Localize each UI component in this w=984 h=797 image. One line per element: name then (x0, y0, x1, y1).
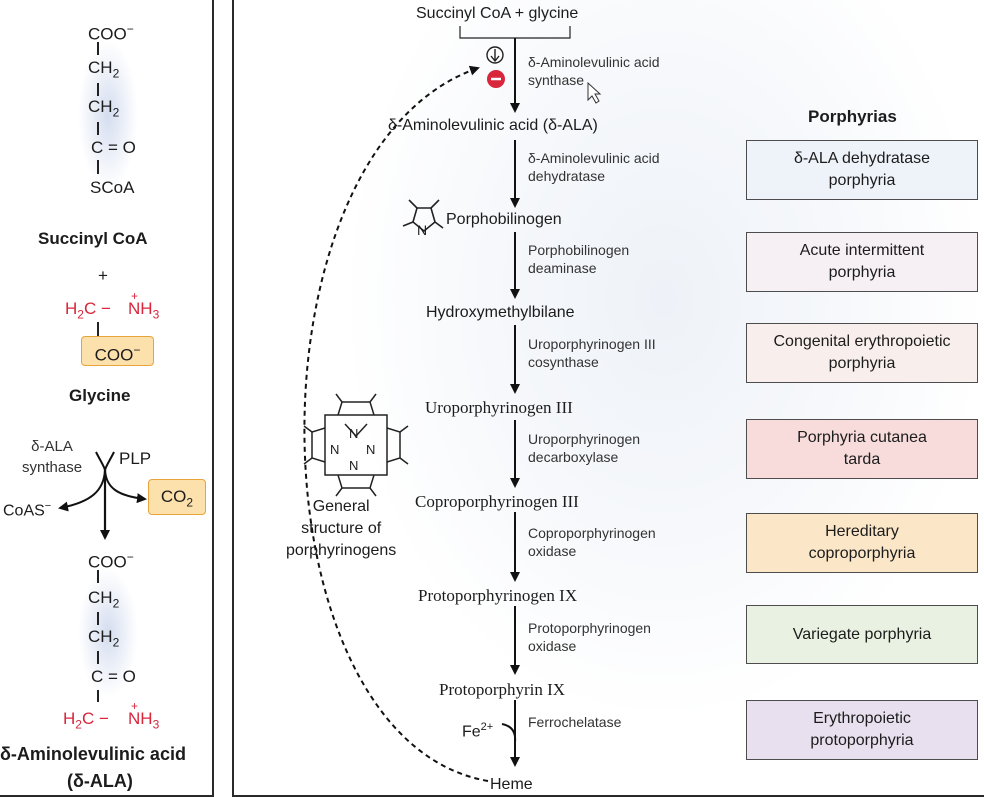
intermediate-protoporphyrinogen: Protoporphyrinogen IX (418, 586, 578, 605)
pyrrole-nitrogen: N (417, 222, 428, 238)
bond (97, 83, 99, 96)
feedback-inhibition-arrow (303, 65, 489, 782)
intermediate-hydroxymethylbilane: Hydroxymethylbilane (426, 304, 575, 321)
porphyria-congenital-erythropoietic: Congenital erythropoietic porphyria (746, 323, 978, 383)
glycine-ch2: H2C − (65, 299, 111, 322)
product-heme: Heme (490, 776, 533, 793)
bond (97, 122, 99, 135)
heme-pathway-panel (232, 0, 984, 797)
left-reaction-arrows (58, 451, 147, 540)
succinyl-coa-label: Succinyl CoA (38, 229, 148, 248)
porphyria-erythropoietic-protoporphyria: Erythropoietic protoporphyria (746, 700, 978, 760)
enzyme-ferrochelatase: Ferrochelatase (528, 714, 622, 730)
bond (97, 322, 99, 336)
porphyria-cutanea-tarda: Porphyria cutanea tarda (746, 419, 978, 479)
intermediate-coproporphyrinogen: Coproporphyrinogen III (415, 492, 579, 511)
pathway-start-substrates: Succinyl CoA + glycine (416, 5, 579, 22)
ala-amino: N+H3 (128, 699, 160, 732)
iron-ion: Fe2+ (462, 721, 494, 741)
intermediate-uroporphyrinogen: Uroporphyrinogen III (425, 398, 573, 417)
ala-label: δ-Aminolevulinic acid (0, 744, 186, 764)
methylene-group: CH2 (88, 58, 120, 81)
backbone-glow (78, 40, 138, 190)
glycine-amino: N+H3 (128, 289, 160, 322)
ring-nitrogen: N (366, 442, 376, 457)
start-bracket (459, 26, 571, 39)
porphyrias-title: Porphyrias (808, 107, 897, 126)
enzyme-pbg-deaminase: Porphobilinogen deaminase (528, 242, 630, 276)
enzyme-ala-dehydratase: δ-Aminolevulinic acid dehydratase (528, 150, 660, 184)
carboxylate-group: COO− (88, 550, 134, 572)
intermediate-porphobilinogen: Porphobilinogen (446, 211, 562, 228)
pyrrole-icon (402, 199, 444, 233)
iron-insert-arrow (501, 723, 517, 743)
co2-box: CO2 (148, 479, 206, 515)
plp-label: PLP (119, 449, 152, 468)
general-structure-caption: General structure of porphyrinogens (286, 498, 397, 559)
enzyme-uro-cosynthase: Uroporphyrinogen III cosynthase (528, 336, 656, 370)
scoa-group: SCoA (90, 178, 135, 197)
porphyrinogen-structure-icon (303, 393, 409, 497)
bond (97, 612, 99, 625)
methylene-group: CH2 (88, 627, 120, 650)
bond (97, 690, 99, 702)
enzyme-ala-synthase: δ-Aminolevulinic acid synthase (528, 54, 660, 88)
porphyria-hereditary-coproporphyria: Hereditary coproporphyria (746, 513, 978, 573)
porphyria-acute-intermittent: Acute intermittent porphyria (746, 232, 978, 292)
ring-nitrogen: N (349, 458, 359, 473)
enzyme-proto-oxidase: Protoporphyrinogen oxidase (528, 620, 651, 654)
carboxylate-group: COO− (88, 22, 134, 44)
carbonyl-group: C = O (91, 667, 136, 686)
bond (97, 160, 99, 174)
methylene-group: CH2 (88, 97, 120, 120)
backbone-glow (78, 568, 138, 698)
coas-label: CoAS− (3, 500, 52, 520)
ring-nitrogen: N (349, 426, 359, 441)
mouse-cursor-icon (587, 81, 602, 104)
ala-ch2: H2C − (63, 709, 109, 732)
glycine-label: Glycine (69, 386, 131, 405)
intermediate-protoporphyrin: Protoporphyrin IX (439, 680, 566, 699)
left-structure-panel (0, 0, 214, 797)
plus-sign: + (98, 266, 108, 285)
porphyria-variegate: Variegate porphyria (746, 605, 978, 664)
glycine-carboxylate-box: COO− (81, 336, 154, 366)
methylene-group: CH2 (88, 588, 120, 611)
bond (97, 42, 99, 55)
carbonyl-group: C = O (91, 138, 136, 157)
enzyme-copro-oxidase: Coproporphyrinogen oxidase (528, 525, 656, 559)
ring-nitrogen: N (330, 442, 340, 457)
porphyria-ala-dehydratase: δ-ALA dehydratase porphyria (746, 140, 978, 200)
enzyme-uro-decarboxylase: Uroporphyrinogen decarboxylase (528, 431, 641, 465)
bond (97, 570, 99, 583)
ala-abbrev-label: (δ-ALA) (67, 771, 133, 791)
intermediate-ala: δ-Aminolevulinic acid (δ-ALA) (388, 117, 598, 134)
bond (97, 651, 99, 664)
ala-synthase-label: δ-ALA synthase (22, 438, 83, 476)
